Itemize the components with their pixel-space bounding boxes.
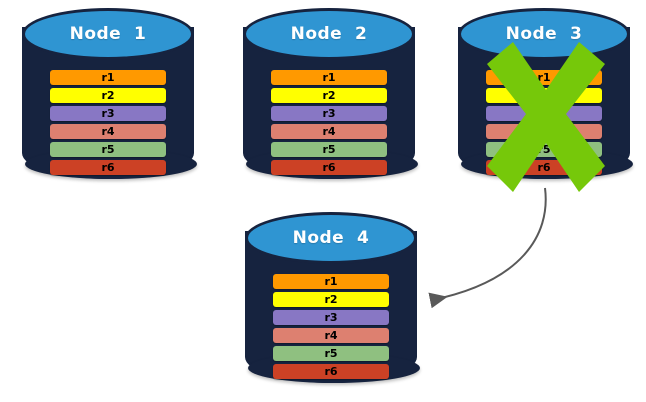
node-2[interactable]: Node 2 r1 r2 r3 r4 r5 r6 xyxy=(243,8,418,193)
node-3-row-r6[interactable]: r6 xyxy=(486,160,602,175)
node-2-row-r6[interactable]: r6 xyxy=(271,160,387,175)
node-1-row-r6[interactable]: r6 xyxy=(50,160,166,175)
node-4[interactable]: Node 4 r1 r2 r3 r4 r5 r6 xyxy=(245,212,420,397)
node-2-row-r1[interactable]: r1 xyxy=(271,70,387,85)
node-2-cylinder-top xyxy=(243,8,415,60)
node-4-row-r3[interactable]: r3 xyxy=(273,310,389,325)
replication-arrow-path xyxy=(428,187,547,309)
node-4-cylinder-top xyxy=(245,212,417,264)
node-1-row-r2[interactable]: r2 xyxy=(50,88,166,103)
node-1-row-r3[interactable]: r3 xyxy=(50,106,166,121)
node-1[interactable]: Node 1 r1 r2 r3 r4 r5 r6 xyxy=(22,8,197,193)
node-3-row-r2[interactable]: r2 xyxy=(486,88,602,103)
node-1-row-r4[interactable]: r4 xyxy=(50,124,166,139)
node-4-label: Node 4 xyxy=(292,228,370,248)
node-1-row-r5[interactable]: r5 xyxy=(50,142,166,157)
node-3-label: Node 3 xyxy=(505,24,583,44)
node-2-row-r2[interactable]: r2 xyxy=(271,88,387,103)
node-3-rows: r1 r2 r3 r4 r5 r6 xyxy=(486,70,602,175)
node-4-row-r5[interactable]: r5 xyxy=(273,346,389,361)
node-1-label: Node 1 xyxy=(69,24,147,44)
node-4-rows: r1 r2 r3 r4 r5 r6 xyxy=(273,274,389,379)
node-2-row-r4[interactable]: r4 xyxy=(271,124,387,139)
node-2-label: Node 2 xyxy=(290,24,368,44)
node-2-rows: r1 r2 r3 r4 r5 r6 xyxy=(271,70,387,175)
node-1-row-r1[interactable]: r1 xyxy=(50,70,166,85)
node-4-row-r4[interactable]: r4 xyxy=(273,328,389,343)
node-3-row-r1[interactable]: r1 xyxy=(486,70,602,85)
node-3-row-r3[interactable]: r3 xyxy=(486,106,602,121)
node-3-row-r4[interactable]: r4 xyxy=(486,124,602,139)
node-2-row-r3[interactable]: r3 xyxy=(271,106,387,121)
node-4-row-r2[interactable]: r2 xyxy=(273,292,389,307)
node-3-row-r5[interactable]: r5 xyxy=(486,142,602,157)
node-4-row-r6[interactable]: r6 xyxy=(273,364,389,379)
node-3[interactable]: Node 3 r1 r2 r3 r4 r5 r6 xyxy=(458,8,633,193)
node-1-cylinder-top xyxy=(22,8,194,60)
node-1-rows: r1 r2 r3 r4 r5 r6 xyxy=(50,70,166,175)
node-4-row-r1[interactable]: r1 xyxy=(273,274,389,289)
node-2-row-r5[interactable]: r5 xyxy=(271,142,387,157)
